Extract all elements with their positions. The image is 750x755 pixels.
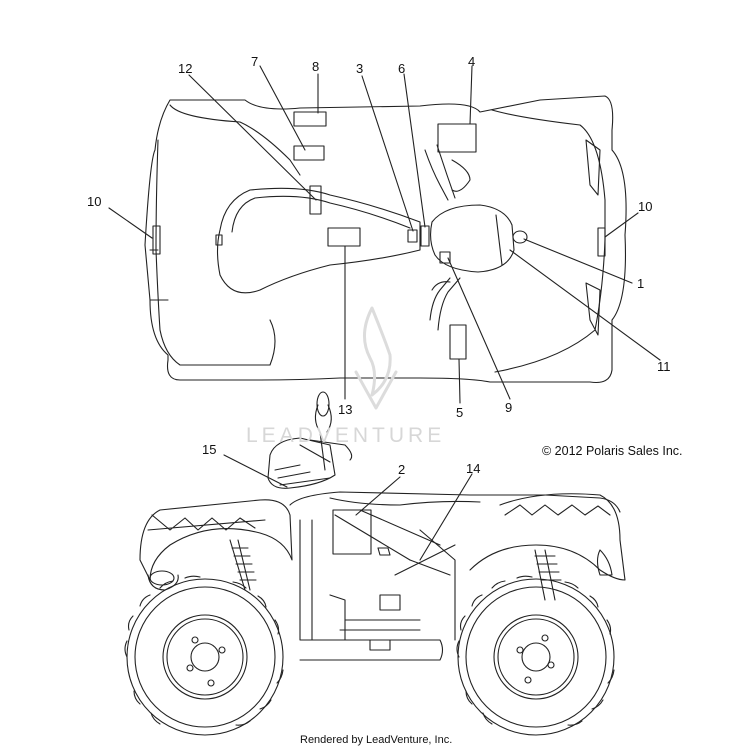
decal-10-rear [152, 225, 161, 255]
decal-8 [293, 111, 327, 127]
callout-10-rear[interactable]: 10 [87, 194, 102, 209]
callout-8[interactable]: 8 [312, 59, 320, 74]
frame-lines [299, 519, 444, 661]
footer-credit: Rendered by LeadVenture, Inc. [300, 734, 453, 746]
decal-2 [332, 509, 372, 555]
top-body-outline [144, 95, 627, 384]
callout-6[interactable]: 6 [398, 61, 406, 76]
copyright-text: © 2012 Polaris Sales Inc. [542, 444, 683, 458]
decal-10-front [597, 227, 606, 257]
decal-15 [279, 477, 331, 486]
decal-3 [407, 229, 418, 243]
callout-1[interactable]: 1 [637, 276, 645, 291]
rear-fender [139, 499, 293, 581]
callout-2[interactable]: 2 [398, 462, 406, 477]
decal-12 [309, 185, 322, 215]
callout-9[interactable]: 9 [505, 400, 513, 415]
decal-4 [437, 123, 477, 153]
front-wheel [456, 575, 615, 736]
decal-5 [449, 324, 467, 360]
decal-7 [293, 145, 325, 161]
decal-9 [439, 251, 451, 264]
callout-11[interactable]: 11 [657, 359, 671, 374]
atv-top-view [108, 65, 661, 404]
decal-14 [394, 544, 456, 576]
callout-4[interactable]: 4 [468, 54, 476, 69]
callout-15[interactable]: 15 [202, 442, 217, 457]
callout-12[interactable]: 12 [178, 61, 193, 76]
callout-14[interactable]: 14 [466, 461, 481, 476]
callout-3[interactable]: 3 [356, 61, 364, 76]
tank-outline [429, 204, 515, 273]
callout-13[interactable]: 13 [338, 402, 353, 417]
watermark-text: LEADVENTURE [246, 424, 446, 447]
callout-5[interactable]: 5 [456, 405, 464, 420]
side-seat [289, 491, 621, 513]
watermark-logo [354, 306, 398, 410]
rear-wheel [124, 575, 284, 736]
front-fender [469, 493, 626, 581]
callout-7[interactable]: 7 [251, 54, 259, 69]
callout-10-front[interactable]: 10 [638, 199, 653, 214]
atv-side-view [124, 391, 626, 736]
decal-6 [420, 225, 430, 247]
decal-13 [327, 227, 361, 247]
seat-outline [216, 187, 421, 294]
